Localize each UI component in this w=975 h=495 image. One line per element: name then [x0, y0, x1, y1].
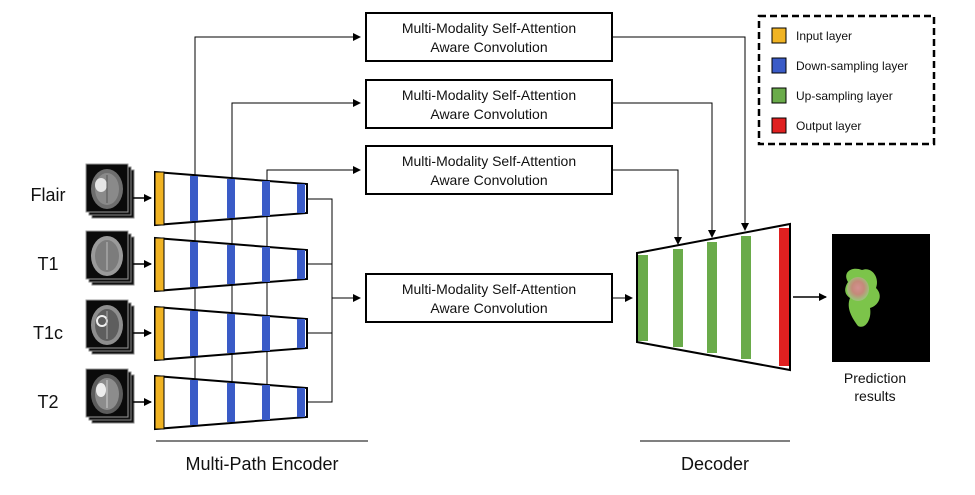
up-sampling-layer [707, 242, 717, 353]
legend-label: Down-sampling layer [796, 59, 908, 73]
input-layer [154, 375, 165, 430]
down-sampling-layer [262, 181, 270, 216]
down-sampling-layer [297, 319, 305, 348]
legend-label: Input layer [796, 29, 852, 43]
down-sampling-layer [190, 176, 198, 221]
attention-block-2-line1: Multi-Modality Self-Attention [402, 87, 576, 103]
input-arrows [133, 194, 152, 406]
legend-label: Output layer [796, 119, 861, 133]
legend-item: Input layer [771, 27, 852, 44]
mri-stack-flair [85, 163, 135, 219]
legend-swatch [771, 57, 787, 74]
down-sampling-layer [297, 184, 305, 213]
down-sampling-layer [297, 250, 305, 279]
attention-block-4-line1: Multi-Modality Self-Attention [402, 281, 576, 297]
attention-block-3-line1: Multi-Modality Self-Attention [402, 153, 576, 169]
attention-block-4: Multi-Modality Self-Attention Aware Conv… [365, 273, 613, 323]
mri-stack-t1c [85, 299, 135, 355]
prediction-label-line2: results [854, 388, 895, 404]
input-layer [154, 171, 165, 226]
down-sampling-layer [262, 247, 270, 282]
legend-item: Down-sampling layer [771, 57, 908, 74]
mri-stack-t1 [85, 230, 135, 286]
attention-block-1-line1: Multi-Modality Self-Attention [402, 20, 576, 36]
down-sampling-layer [227, 383, 235, 422]
down-sampling-layer [297, 388, 305, 417]
encoder-path-flair [154, 170, 308, 227]
legend-swatch [771, 117, 787, 134]
down-sampling-layer [227, 179, 235, 218]
decoder-label: Decoder [681, 454, 749, 474]
up-sampling-layer [638, 255, 648, 341]
encoder-label: Multi-Path Encoder [185, 454, 338, 474]
encoder-path-t1 [154, 236, 308, 293]
mri-stack-t2 [85, 368, 135, 424]
input-layer [154, 306, 165, 361]
encoder-path-t1c [154, 305, 308, 362]
up-sampling-layer [673, 249, 683, 347]
legend-box [757, 14, 936, 146]
input-layer [154, 237, 165, 292]
attention-block-3-line2: Aware Convolution [430, 172, 547, 188]
attention-block-2-line2: Aware Convolution [430, 106, 547, 122]
legend-label: Up-sampling layer [796, 89, 893, 103]
down-sampling-layer [262, 385, 270, 420]
bottleneck-merge [302, 198, 361, 403]
modality-label-t2: T2 [37, 392, 58, 412]
attention-block-2: Multi-Modality Self-Attention Aware Conv… [365, 79, 613, 129]
legend-item: Output layer [771, 117, 861, 134]
dec-line-2 [612, 102, 716, 238]
down-sampling-layer [262, 316, 270, 351]
attention-block-1-line2: Aware Convolution [430, 39, 547, 55]
attention-block-3: Multi-Modality Self-Attention Aware Conv… [365, 145, 613, 195]
modality-label-t1: T1 [37, 254, 58, 274]
prediction-label-line1: Prediction [844, 370, 906, 386]
down-sampling-layer [190, 242, 198, 287]
attention-to-decoder [612, 36, 749, 302]
legend-item: Up-sampling layer [771, 87, 893, 104]
down-sampling-layer [227, 314, 235, 353]
skip-line-2 [231, 99, 361, 402]
modality-label-flair: Flair [31, 185, 66, 205]
prediction-image [832, 234, 930, 362]
down-sampling-layer [227, 245, 235, 284]
merge-bracket [302, 198, 333, 403]
modality-label-t1c: T1c [33, 323, 63, 343]
legend-swatch [771, 87, 787, 104]
attention-block-4-line2: Aware Convolution [430, 300, 547, 316]
down-sampling-layer [190, 311, 198, 356]
encoder-path-t2 [154, 374, 308, 431]
dec-line-3 [612, 169, 682, 245]
dec-line-1 [612, 36, 749, 231]
output-layer [779, 228, 789, 366]
legend-swatch [771, 27, 787, 44]
attention-block-1: Multi-Modality Self-Attention Aware Conv… [365, 12, 613, 62]
decoder [636, 222, 791, 372]
up-sampling-layer [741, 236, 751, 359]
down-sampling-layer [190, 380, 198, 425]
